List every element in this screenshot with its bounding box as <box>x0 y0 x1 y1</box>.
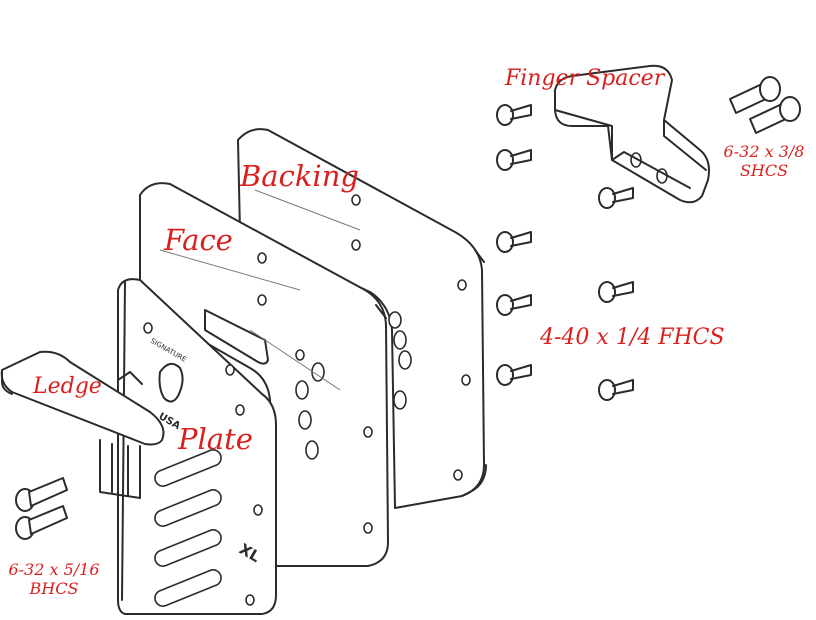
plate-label: Plate <box>178 422 253 456</box>
ledge-part <box>0 350 165 499</box>
face-plate <box>139 182 389 567</box>
fhcs-label: 4-40 x 1/4 FHCS <box>540 325 725 350</box>
plate-slots <box>154 449 222 607</box>
finger-spacer-label: Finger Spacer <box>505 66 665 91</box>
main-plate: SIGNATURE USA XL <box>117 278 277 615</box>
shcs-screws <box>729 76 801 134</box>
bhcs-screws <box>15 477 68 540</box>
fhcs-screws <box>496 104 634 401</box>
bhcs-type-text: BHCS <box>29 579 79 598</box>
bhcs-label: 6-32 x 5/16 BHCS <box>4 562 104 597</box>
ledge-label: Ledge <box>33 374 102 399</box>
finger-spacer-part <box>554 64 710 204</box>
shcs-size-text: 6-32 x 3/8 <box>723 142 805 161</box>
backing-plate <box>237 128 487 509</box>
shcs-type-text: SHCS <box>739 161 789 180</box>
backing-label: Backing <box>240 159 359 193</box>
face-label: Face <box>164 223 233 257</box>
bhcs-size-text: 6-32 x 5/16 <box>8 560 100 579</box>
shcs-label: 6-32 x 3/8 SHCS <box>718 144 810 179</box>
